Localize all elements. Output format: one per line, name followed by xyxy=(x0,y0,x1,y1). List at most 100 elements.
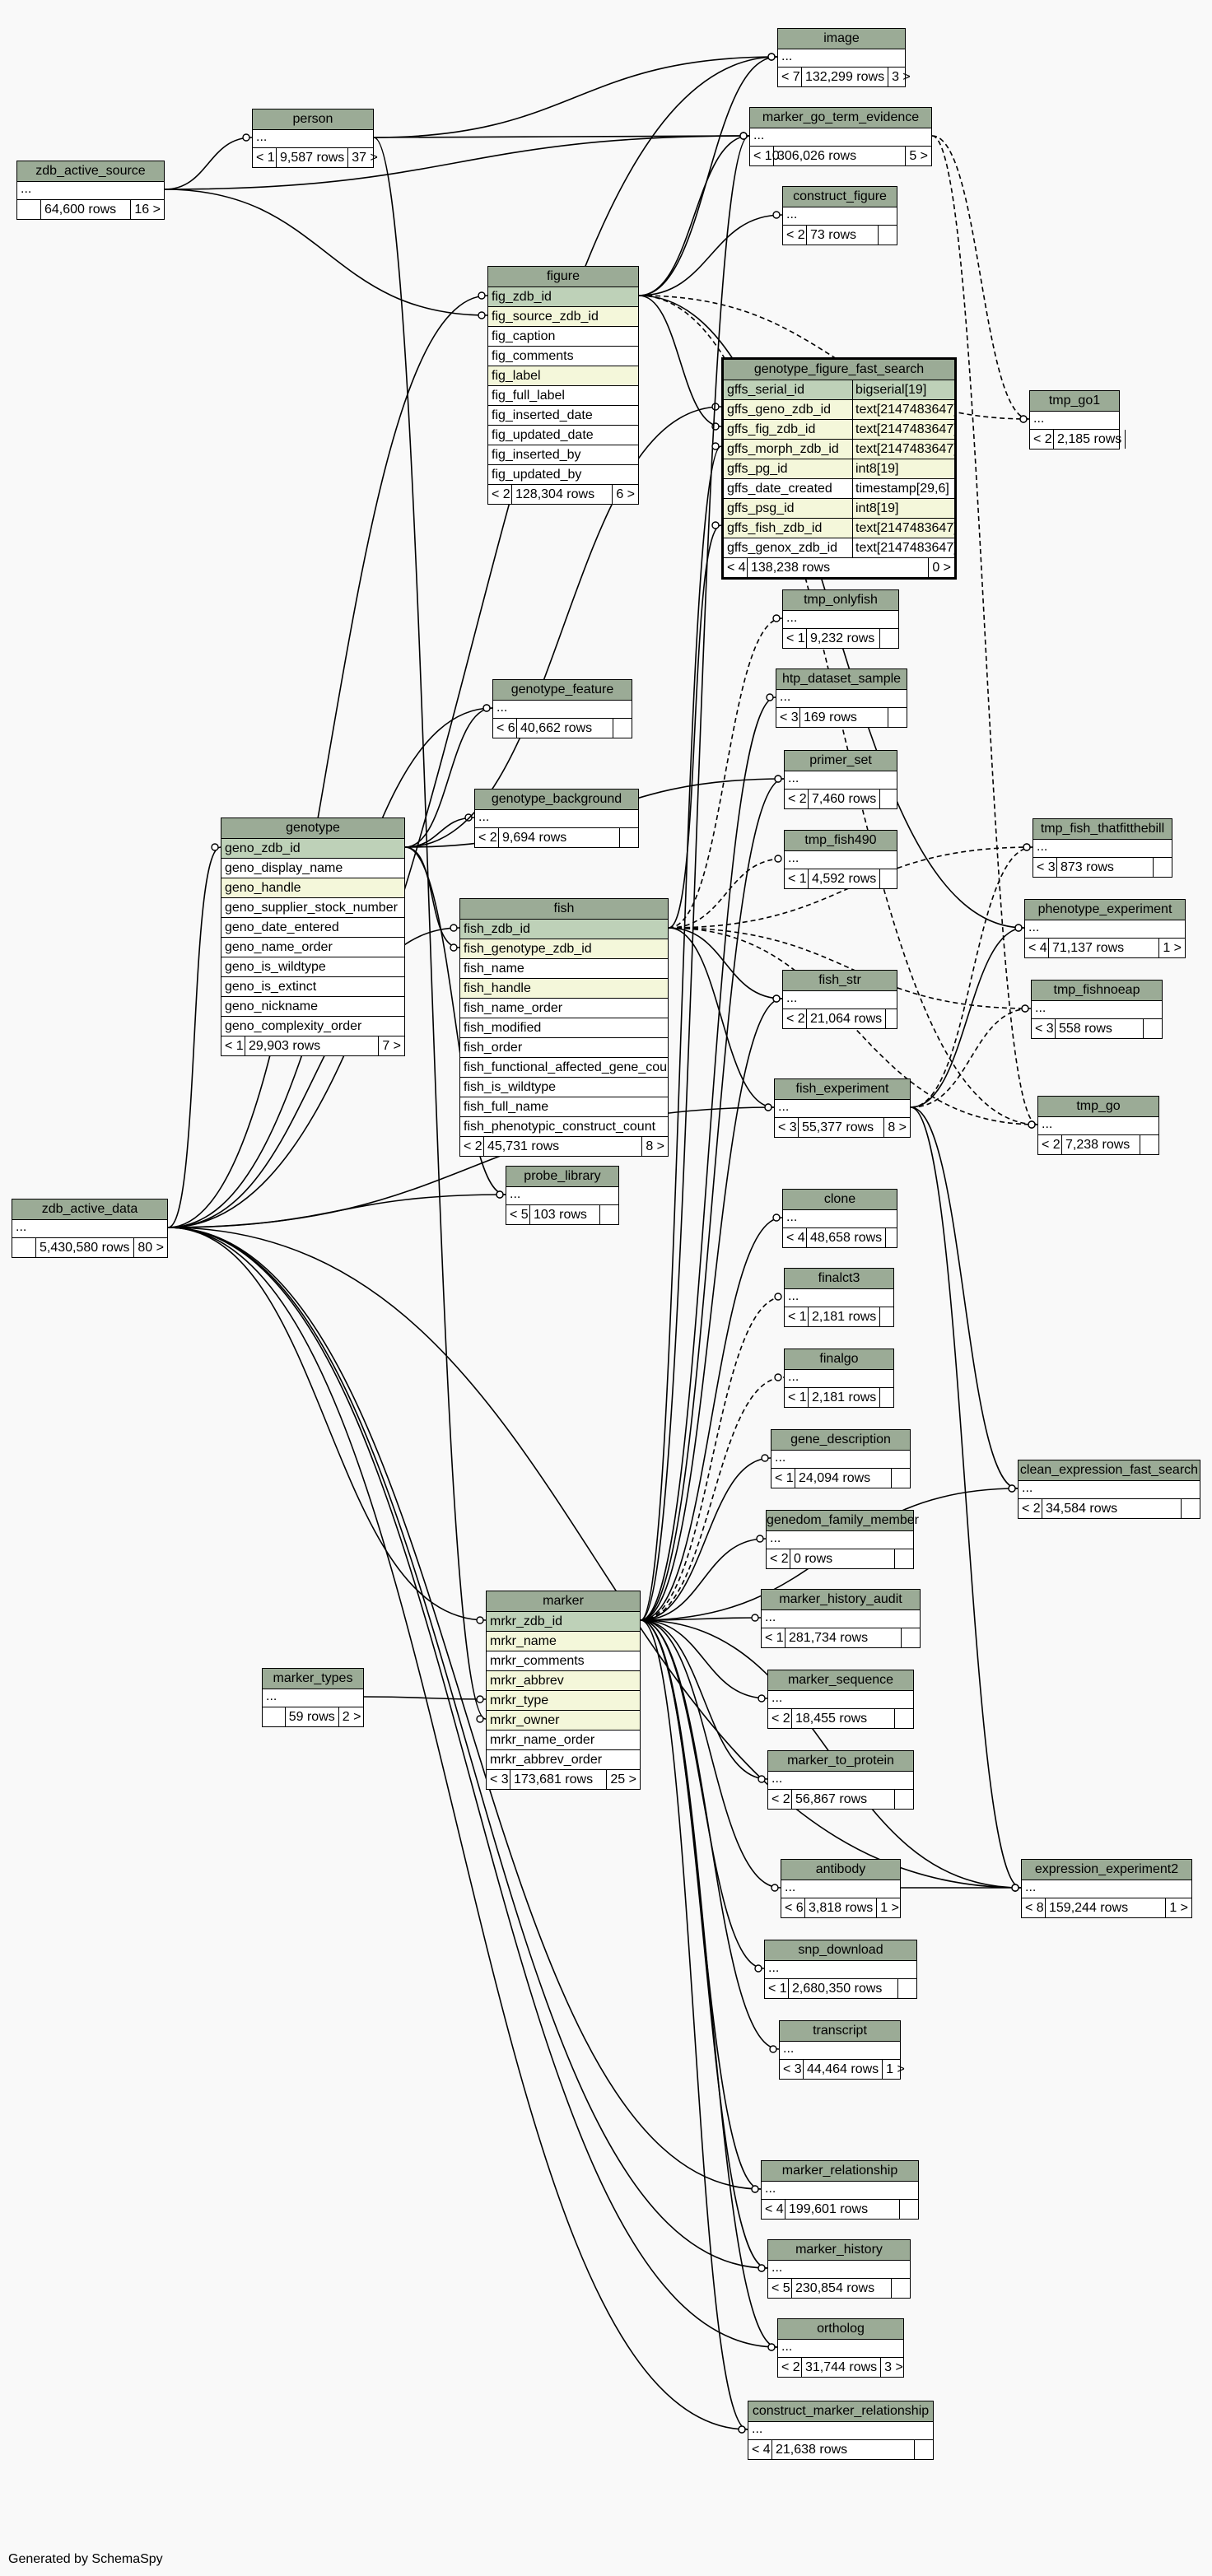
table-name-transcript[interactable]: transcript xyxy=(780,2021,900,2042)
table-name-primer-set[interactable]: primer_set xyxy=(785,751,897,771)
row-count: 199,601 rows xyxy=(785,2200,900,2219)
table-name-genotype-feature[interactable]: genotype_feature xyxy=(493,680,632,701)
table-name-zdb-active-data[interactable]: zdb_active_data xyxy=(12,1199,167,1220)
table-name-marker-types[interactable]: marker_types xyxy=(263,1669,363,1689)
table-name-tmp-onlyfish[interactable]: tmp_onlyfish xyxy=(783,590,898,611)
table-name-image[interactable]: image xyxy=(778,29,905,49)
table-name-tmp-fishnoeap[interactable]: tmp_fishnoeap xyxy=(1032,981,1162,1001)
table-name-finalgo[interactable]: finalgo xyxy=(785,1349,893,1370)
table-name-genotype[interactable]: genotype xyxy=(221,818,404,839)
column-name: mrkr_abbrev xyxy=(490,1674,564,1688)
parents-count: < 1 xyxy=(788,1390,807,1404)
table-name-marker-to-protein[interactable]: marker_to_protein xyxy=(768,1751,913,1772)
table-name-tmp-fish-thatfitthebill[interactable]: tmp_fish_thatfitthebill xyxy=(1033,819,1172,840)
table-name-construct-marker-relationship[interactable]: construct_marker_relationship xyxy=(748,2401,933,2422)
table-name-tmp-fish490[interactable]: tmp_fish490 xyxy=(785,831,897,851)
table-name-htp-dataset-sample[interactable]: htp_dataset_sample xyxy=(776,669,907,690)
table-name-fish-str[interactable]: fish_str xyxy=(783,971,897,991)
table-name-expression-experiment2[interactable]: expression_experiment2 xyxy=(1022,1860,1191,1880)
table-name-genotype-figure-fast-search[interactable]: genotype_figure_fast_search xyxy=(724,360,954,380)
table-name-probe-library[interactable]: probe_library xyxy=(506,1167,618,1187)
row-count: 306,026 rows xyxy=(773,147,907,165)
table-name-marker[interactable]: marker xyxy=(487,1591,640,1612)
table-name-marker-history-audit[interactable]: marker_history_audit xyxy=(762,1590,920,1610)
table-name-person[interactable]: person xyxy=(253,109,373,130)
table-name-marker-history[interactable]: marker_history xyxy=(768,2240,910,2261)
table-name-genedom-family-member[interactable]: genedom_family_member xyxy=(767,1511,919,1531)
table-name-tmp-go[interactable]: tmp_go xyxy=(1038,1097,1158,1117)
table-name-clone[interactable]: clone xyxy=(783,1190,897,1210)
table-name-zdb-active-source[interactable]: zdb_active_source xyxy=(17,161,164,182)
table-name-figure[interactable]: figure xyxy=(488,267,638,287)
table-name-construct-figure[interactable]: construct_figure xyxy=(783,187,897,207)
column-name: fish_name xyxy=(464,962,524,976)
column-row: fish_is_wildtype xyxy=(460,1078,668,1097)
table-name-phenotype-experiment[interactable]: phenotype_experiment xyxy=(1025,900,1185,920)
edge-endpoint xyxy=(772,1213,781,1222)
table-name-fish-experiment[interactable]: fish_experiment xyxy=(775,1079,910,1100)
collapsed-columns: ... xyxy=(17,182,164,200)
table-name-clean-expression-fast-search[interactable]: clean_expression_fast_search xyxy=(1019,1460,1200,1481)
table-name-gene-description[interactable]: gene_description xyxy=(771,1430,910,1451)
children-count xyxy=(880,1307,898,1326)
table-name-snp-download[interactable]: snp_download xyxy=(765,1940,916,1961)
collapsed-columns: ... xyxy=(778,2340,903,2358)
table-name-fish[interactable]: fish xyxy=(460,899,668,920)
collapsed-columns: ... xyxy=(12,1220,167,1238)
row-count: 169 rows xyxy=(799,708,888,727)
table-name-marker-go-term-evidence[interactable]: marker_go_term_evidence xyxy=(750,108,931,128)
table-name-finalct3[interactable]: finalct3 xyxy=(785,1269,893,1289)
table-name-tmp-go1[interactable]: tmp_go1 xyxy=(1030,391,1119,412)
table-name-genotype-background[interactable]: genotype_background xyxy=(475,790,638,810)
table-name-antibody[interactable]: antibody xyxy=(781,1860,900,1880)
table-name-marker-relationship[interactable]: marker_relationship xyxy=(762,2161,918,2182)
table-name-ortholog[interactable]: ortholog xyxy=(778,2319,903,2340)
column-name: fig_full_label xyxy=(492,389,565,403)
table-name-marker-sequence[interactable]: marker_sequence xyxy=(768,1670,913,1691)
